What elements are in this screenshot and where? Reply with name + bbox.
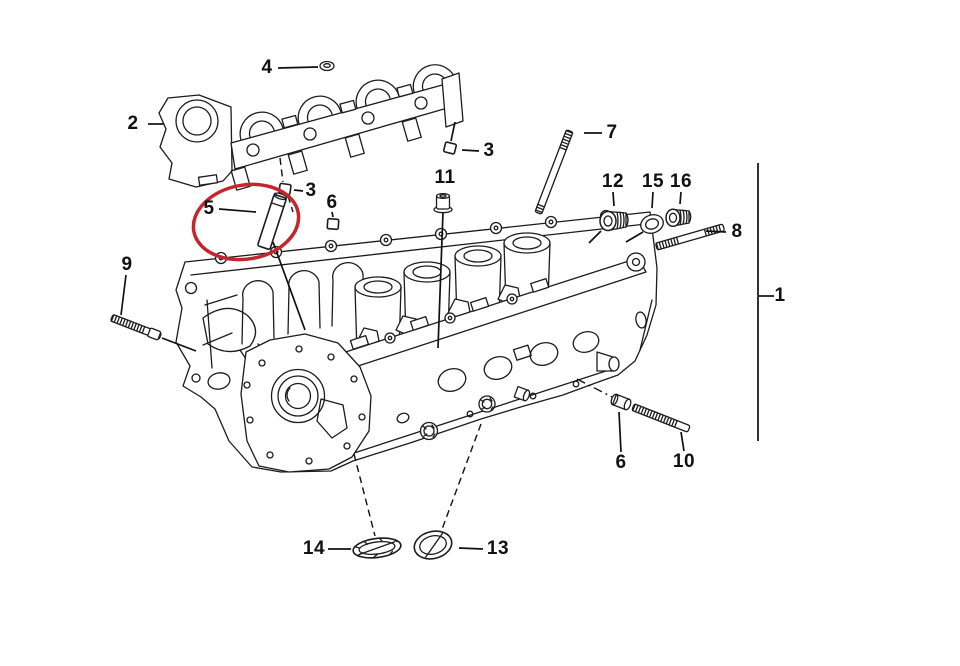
plug-part-12 bbox=[599, 210, 629, 232]
bearing-arches bbox=[239, 64, 457, 141]
left-end-details bbox=[184, 281, 238, 390]
leader-line bbox=[293, 189, 304, 192]
callout-1[interactable]: 1 bbox=[774, 285, 786, 306]
leader-line bbox=[279, 157, 284, 183]
leader-line bbox=[680, 431, 685, 452]
leader-line bbox=[437, 211, 444, 349]
camshaft-bore bbox=[270, 368, 326, 424]
square-part-3a bbox=[442, 141, 458, 155]
nut-part-4 bbox=[319, 60, 335, 72]
leader-line bbox=[440, 423, 482, 533]
callout-13[interactable]: 13 bbox=[486, 538, 510, 559]
leader-line bbox=[272, 241, 306, 331]
stud-part-9 bbox=[110, 314, 162, 341]
leader-line bbox=[461, 149, 480, 152]
callout-3[interactable]: 3 bbox=[483, 140, 495, 161]
callout-14[interactable]: 14 bbox=[302, 538, 326, 559]
leader-line bbox=[625, 231, 644, 243]
bolt-holes bbox=[243, 345, 366, 465]
sleeve-part-6b bbox=[610, 393, 632, 411]
camshaft-carrier-part-2 bbox=[158, 64, 464, 191]
valve-guide-part-5 bbox=[257, 192, 288, 250]
callout-15[interactable]: 15 bbox=[641, 171, 665, 192]
leader-line bbox=[450, 121, 456, 142]
seal-part-13 bbox=[413, 530, 453, 560]
leader-line bbox=[705, 230, 727, 233]
callout-9[interactable]: 9 bbox=[121, 254, 133, 275]
callout-6[interactable]: 6 bbox=[615, 452, 627, 473]
leader-line bbox=[588, 230, 602, 244]
plug-part-16 bbox=[665, 208, 692, 228]
leader-line bbox=[458, 547, 484, 550]
highlight-ellipse bbox=[191, 182, 301, 262]
leader-line bbox=[618, 411, 622, 453]
carrier-eye bbox=[175, 99, 219, 143]
leader-line bbox=[161, 337, 197, 352]
callout-7[interactable]: 7 bbox=[606, 122, 618, 143]
seal-ring-part-15 bbox=[640, 214, 664, 234]
callout-2[interactable]: 2 bbox=[127, 113, 139, 134]
callout-8[interactable]: 8 bbox=[731, 221, 743, 242]
leader-line bbox=[331, 211, 334, 218]
leader-line bbox=[218, 208, 257, 213]
leader-line bbox=[612, 191, 615, 207]
intake-face bbox=[350, 299, 653, 455]
leader-line bbox=[120, 274, 127, 316]
leader-line bbox=[576, 378, 613, 398]
callout-5[interactable]: 5 bbox=[203, 198, 215, 219]
stud-part-10 bbox=[631, 403, 691, 433]
callout-6[interactable]: 6 bbox=[326, 192, 338, 213]
leader-line bbox=[277, 66, 319, 69]
stud-part-7 bbox=[534, 129, 574, 215]
callout-12[interactable]: 12 bbox=[601, 171, 625, 192]
seal-part-14 bbox=[352, 537, 402, 559]
callout-16[interactable]: 16 bbox=[669, 171, 693, 192]
callout-10[interactable]: 10 bbox=[672, 451, 696, 472]
plug-part-11 bbox=[433, 192, 453, 214]
leader-line bbox=[679, 191, 682, 205]
cylinder-head-body bbox=[175, 209, 658, 473]
callout-11[interactable]: 11 bbox=[434, 167, 456, 188]
square-part-6a bbox=[326, 217, 340, 231]
top-rail-bosses bbox=[214, 209, 613, 265]
callout-3[interactable]: 3 bbox=[305, 180, 317, 201]
timing-face-plate bbox=[240, 333, 372, 473]
leader-line bbox=[651, 191, 654, 209]
callout-4[interactable]: 4 bbox=[261, 57, 273, 78]
leader-line bbox=[353, 453, 376, 537]
